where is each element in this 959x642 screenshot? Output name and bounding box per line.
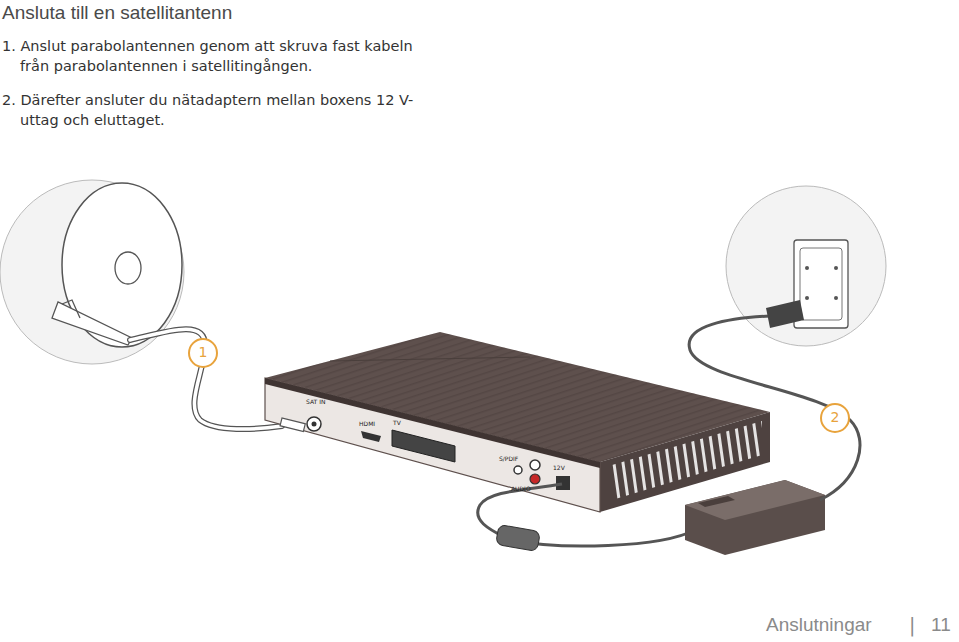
footer-separator: | (909, 614, 915, 636)
port-label: AUDIO (511, 485, 531, 492)
scart-port (392, 430, 455, 462)
lnb-arm (52, 302, 132, 345)
mains-cable (689, 316, 860, 500)
footer-section: Anslutningar (766, 614, 872, 636)
hdmi-port (361, 431, 381, 442)
power-jack (556, 476, 570, 490)
sat-port (307, 417, 321, 431)
port-label: TV (393, 419, 401, 426)
port-label: 12V (553, 464, 565, 471)
page-title: Ansluta till en satellitantenn (2, 2, 232, 24)
callout-circle (189, 339, 217, 367)
receiver-front (265, 378, 600, 512)
port-label: S/PDIF (499, 455, 518, 462)
callout-number: 1 (196, 344, 210, 360)
callout-circle (821, 404, 849, 432)
page-number: 11 (931, 614, 951, 636)
cable-connector (280, 418, 305, 432)
antenna-cable (130, 329, 282, 429)
callout-number: 2 (828, 409, 842, 425)
ferrite-core (496, 525, 541, 552)
outlet-inset (726, 186, 886, 346)
port-label: SAT IN (306, 398, 325, 405)
port-label: HDMI (359, 420, 375, 427)
spdif-port (514, 466, 522, 474)
power-adapter (685, 480, 825, 555)
step-text: 1. Anslut parabolantennen genom att skru… (2, 36, 420, 76)
audio-port (530, 474, 540, 484)
step-text: 2. Därefter ansluter du nätadaptern mell… (2, 90, 420, 130)
mains-plug (766, 300, 804, 328)
